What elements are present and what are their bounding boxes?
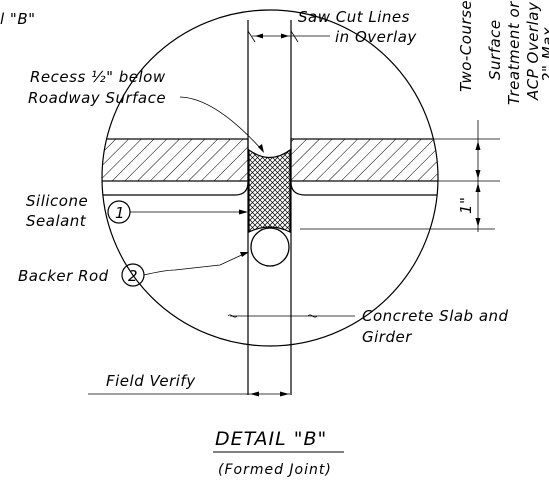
surface-label: Surface <box>486 19 504 80</box>
detail-title: DETAIL "B" <box>215 428 327 450</box>
one-inch-label: 1" <box>457 197 475 214</box>
concrete-label-line2: Girder <box>362 328 412 346</box>
callout-1-number: 1 <box>115 204 125 222</box>
concrete-label-line1: Concrete Slab and <box>362 307 509 325</box>
treatment-label: Treatment or <box>505 1 523 105</box>
two-course-label: Two-Course <box>457 0 475 92</box>
silicone-label-line1: Silicone <box>26 192 88 210</box>
saw-cut-label-line1: Saw Cut Lines <box>298 8 410 26</box>
silicone-label-line2: Sealant <box>26 212 87 230</box>
recess-label-line2: Roadway Surface <box>28 89 166 107</box>
acp-overlay-label: ACP Overlay <box>524 1 542 101</box>
detail-subtitle: (Formed Joint) <box>218 462 332 478</box>
overlay-right <box>290 138 438 182</box>
recess-label-line1: Recess ½" below <box>30 68 166 86</box>
overlay-layer <box>102 138 438 196</box>
silicone-sealant <box>248 148 291 233</box>
field-verify-label: Field Verify <box>106 372 196 390</box>
callout-2-number: 2 <box>128 267 138 285</box>
overlay-description: Two-Course Surface Treatment or ACP Over… <box>457 0 549 105</box>
max-label: 2" Max <box>539 27 549 82</box>
backer-rod <box>250 227 290 267</box>
detail-reference-label: l "B" <box>0 10 36 28</box>
backer-rod-label: Backer Rod <box>18 267 109 285</box>
saw-cut-label-line2: in Overlay <box>335 28 417 46</box>
